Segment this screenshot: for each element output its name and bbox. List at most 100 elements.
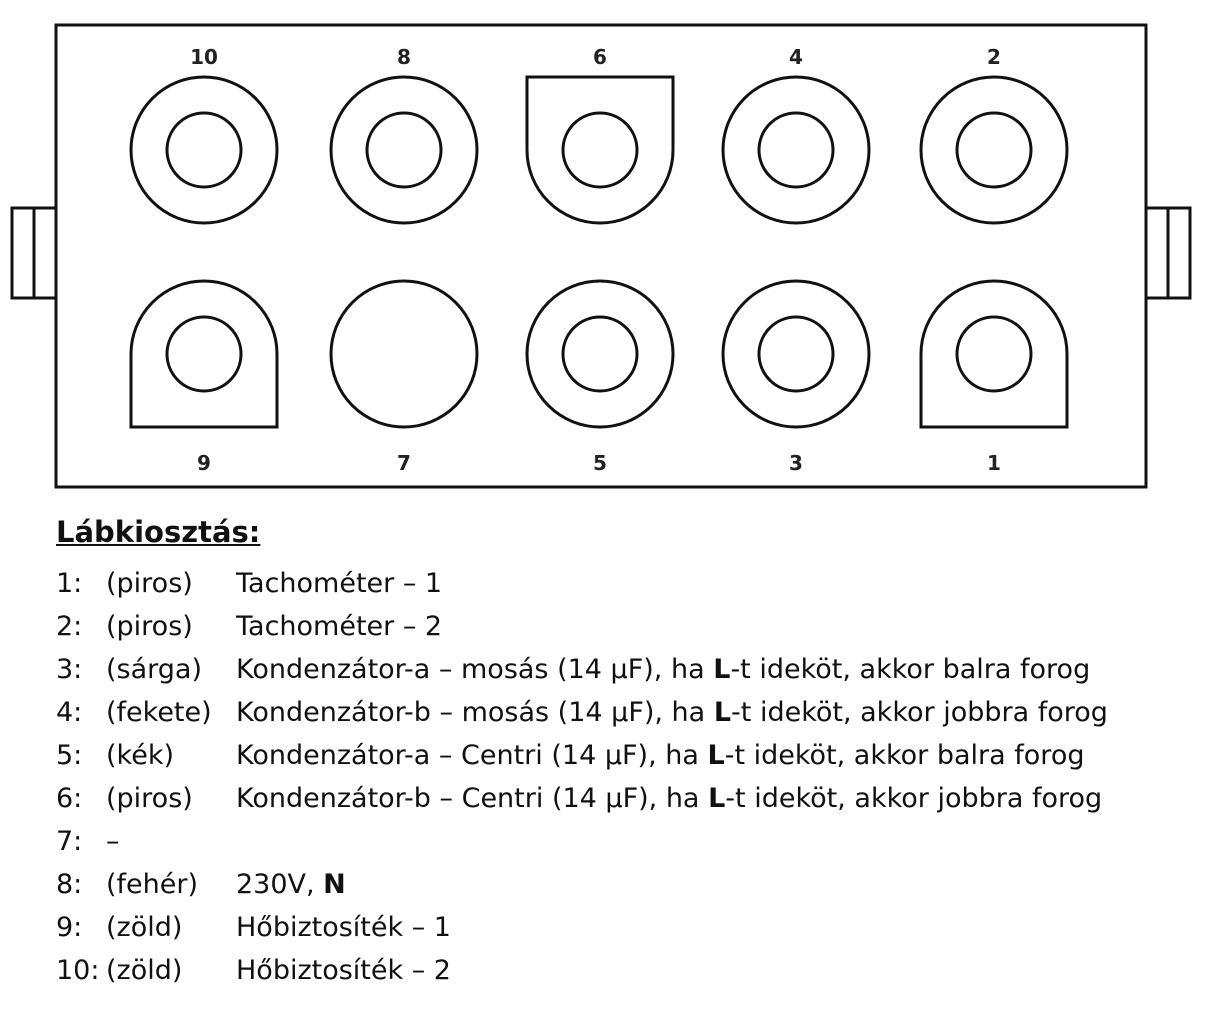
pin-number: 7: [56,826,83,857]
pin-label: 5 [593,451,607,475]
pin-5 [525,279,675,429]
pin-number: 4: [56,697,83,728]
pin-label: 9 [197,451,211,475]
description-bold: L [707,740,725,771]
pin-description: Kondenzátor-b – Centri (14 µF), ha L-t i… [236,777,1102,820]
pin-inner-ring [757,111,835,189]
legend-row: 10:(zöld) Hőbiztosíték – 2 [56,949,451,992]
legend-rows: 1: (piros) Tachométer – 1 2: (piros) Tachomét… [56,562,1108,992]
pin-9 [129,279,279,429]
pin-inner-ring [955,315,1033,393]
pin-description: Hőbiztosíték – 1 [236,906,451,949]
wire-color: – [106,826,120,857]
pin-outer-ring [329,75,479,225]
pin-d-housing [129,279,279,429]
legend-row: 2: (piros) Tachométer – 2 [56,605,442,648]
wire-color: (fekete) [106,697,212,728]
right-latch [1144,206,1192,300]
legend-row: 6: (piros) Kondenzátor-b – Centri (14 µF),… [56,777,1102,820]
wire-color: (kék) [106,740,174,771]
legend-title: Lábkiosztás: [56,515,261,549]
pin-3 [721,279,871,429]
legend-row: 7:– [56,820,260,863]
description-bold: L [708,783,726,814]
pin-number: 5: [56,740,83,771]
description-text-end: -t ideköt, akkor balra forog [730,654,1091,685]
pin-6 [525,75,675,225]
pin-10 [129,75,279,225]
pin-description: Kondenzátor-a – mosás (14 µF), ha L-t id… [236,648,1090,691]
pin-label: 1 [987,451,1001,475]
wire-color: (fehér) [106,869,199,900]
description-text: Kondenzátor-a – mosás (14 µF), ha [236,654,714,685]
pin-4 [721,75,871,225]
description-text: Kondenzátor-a – Centri (14 µF), ha [236,740,708,771]
pin-number: 6: [56,783,83,814]
legend-row: 1: (piros) Tachométer – 1 [56,562,442,605]
pin-outer-ring [919,75,1069,225]
pin-outer-ring [525,279,675,429]
pin-d-housing [525,75,675,225]
pin-inner-ring [757,315,835,393]
pin-label: 6 [593,45,607,69]
pin-description: Tachométer – 2 [236,605,442,648]
pin-number: 1: [56,568,83,599]
description-text: Kondenzátor-b – mosás (14 µF), ha [236,697,714,728]
description-text-end: -t ideköt, akkor balra forog [724,740,1085,771]
pin-number: 8: [56,869,83,900]
pin-label: 8 [397,45,411,69]
legend-row: 5: (kék) Kondenzátor-a – Centri (14 µF), h… [56,734,1084,777]
pin-outer-ring [329,279,479,429]
pin-outer-ring [129,75,279,225]
pin-description: Tachométer – 1 [236,562,442,605]
pin-outer-ring [721,279,871,429]
pin-description: 230V, N [236,863,346,906]
wire-color: (piros) [106,783,193,814]
pin-number: 2: [56,611,83,642]
wire-color: (piros) [106,611,193,642]
wire-color: (sárga) [106,654,202,685]
description-text: Hőbiztosíték – 1 [236,912,451,943]
pin-inner-ring [955,111,1033,189]
pinout-legend: Lábkiosztás: 1: (piros) Tachométer – 1 2: (p… [56,512,1108,992]
legend-row: 3: (sárga) Kondenzátor-a – mosás (14 µF), … [56,648,1090,691]
pin-inner-ring [561,111,639,189]
pin-number: 9: [56,912,83,943]
description-text-end: -t ideköt, akkor jobbra forog [731,697,1108,728]
description-text: 230V, [236,869,324,900]
description-text: Tachométer – 1 [236,568,443,599]
pin-inner-ring [561,315,639,393]
pin-inner-ring [165,111,243,189]
connector-diagram: 1 2 3 4 5 6 7 8 9 10 [10,23,1192,489]
description-text: Hőbiztosíték – 2 [236,955,451,986]
pin-2 [919,75,1069,225]
pin-number: 3: [56,654,83,685]
description-text: Tachométer – 2 [236,611,443,642]
pin-description: Kondenzátor-b – mosás (14 µF), ha L-t id… [236,691,1108,734]
description-bold: N [323,869,346,900]
pin-1 [919,279,1069,429]
description-bold: L [713,697,732,728]
left-latch [10,206,58,300]
description-text-end: -t ideköt, akkor jobbra forog [725,783,1103,814]
pin-inner-ring [165,315,243,393]
pin-8 [329,75,479,225]
legend-row: 8: (fehér) 230V, N [56,863,346,906]
wire-color: (piros) [106,568,193,599]
legend-row: 4: (fekete) Kondenzátor-b – mosás (14 µF),… [56,691,1108,734]
pin-number: 10: [56,955,100,986]
pin-d-housing [919,279,1069,429]
pin-inner-ring [365,111,443,189]
pin-label: 4 [789,45,803,69]
pin-label: 2 [987,45,1001,69]
pin-label: 7 [397,451,411,475]
description-text: Kondenzátor-b – Centri (14 µF), ha [236,783,709,814]
description-bold: L [713,654,731,685]
pin-label: 3 [789,451,803,475]
pin-description: Hőbiztosíték – 2 [236,949,451,992]
pin-label: 10 [190,45,218,69]
pin-7 [329,279,479,429]
wire-color: (zöld) [106,955,183,986]
wire-color: (zöld) [106,912,183,943]
pin-description: Kondenzátor-a – Centri (14 µF), ha L-t i… [236,734,1084,777]
